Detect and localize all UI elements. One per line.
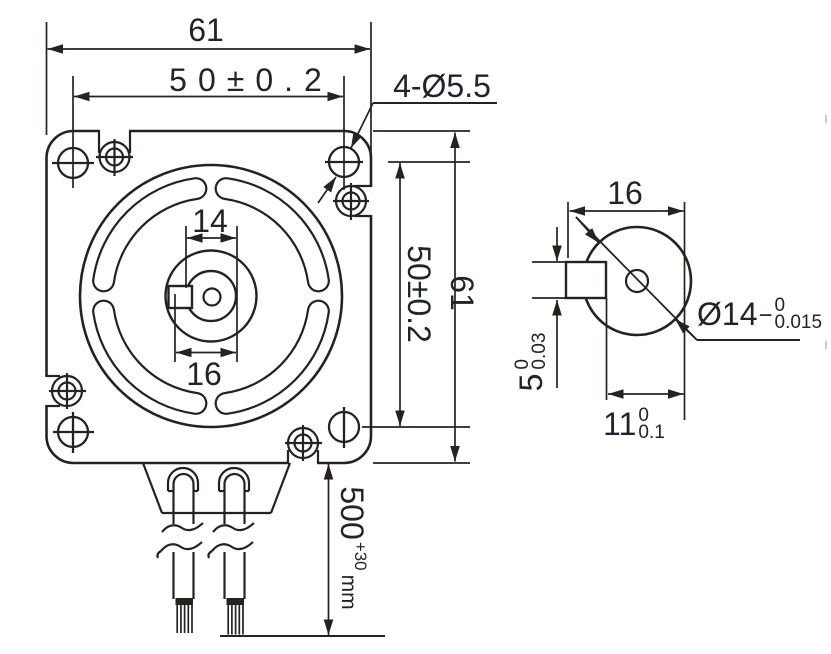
flat-length-tol-upper: 0 <box>638 405 649 426</box>
dim-shaft-dia-front-label: 14 <box>192 203 228 239</box>
dim-flat-depth-label: 5 0 0.03 <box>512 332 550 392</box>
dim-hole-spacing-height-label: 50±0.2 <box>401 245 437 343</box>
lead-length-unit: mm <box>337 574 361 610</box>
shaft-dia-sign: − <box>758 302 773 329</box>
front-shaft-boss <box>164 249 258 343</box>
dim-overall-width-label: 61 <box>188 12 224 48</box>
dim-overall-height-label: 61 <box>444 275 480 311</box>
flat-length-tol-lower: 0.1 <box>638 422 665 443</box>
shaft-dia-tol-upper: 0 <box>774 295 786 316</box>
front-screw-bosses <box>49 139 369 461</box>
lead-wires <box>141 462 292 635</box>
wire-strands <box>175 598 244 635</box>
dim-shaft-length-label: 16 <box>607 175 643 211</box>
dim-lead-length-label: 500 +30 mm <box>334 486 371 610</box>
mounting-holes-callout-label: 4-Ø5.5 <box>393 68 491 104</box>
front-face-circle <box>78 163 344 429</box>
dim-hole-spacing-width-label: 50±0.2 <box>169 62 333 98</box>
shaft-key-flat <box>167 284 194 310</box>
front-flange-outline <box>44 129 373 465</box>
side-dimension-lines <box>532 202 698 420</box>
shaft-center-hole <box>202 287 222 307</box>
flat-depth-tol-lower: 0.03 <box>529 332 550 370</box>
flat-depth-value: 5 <box>513 373 549 392</box>
dim-boss-dia-front-label: 16 <box>186 356 222 392</box>
dim-shaft-dia-side-label: Ø14 − 0 0.015 <box>697 295 823 333</box>
flat-length-value: 11 <box>603 406 637 442</box>
lead-length-tolerance: +30 <box>351 541 371 571</box>
shaft-dia-tol-lower: 0.015 <box>774 312 823 333</box>
front-dimension-lines <box>45 22 497 637</box>
side-key-flat <box>564 260 608 300</box>
lead-length-value: 500 <box>334 486 370 540</box>
front-vent-slots <box>92 177 330 415</box>
dim-flat-length-label: 11 0 0.1 <box>603 405 665 443</box>
side-center-hole <box>624 268 650 294</box>
shaft-dia-value: Ø14 <box>697 296 758 332</box>
